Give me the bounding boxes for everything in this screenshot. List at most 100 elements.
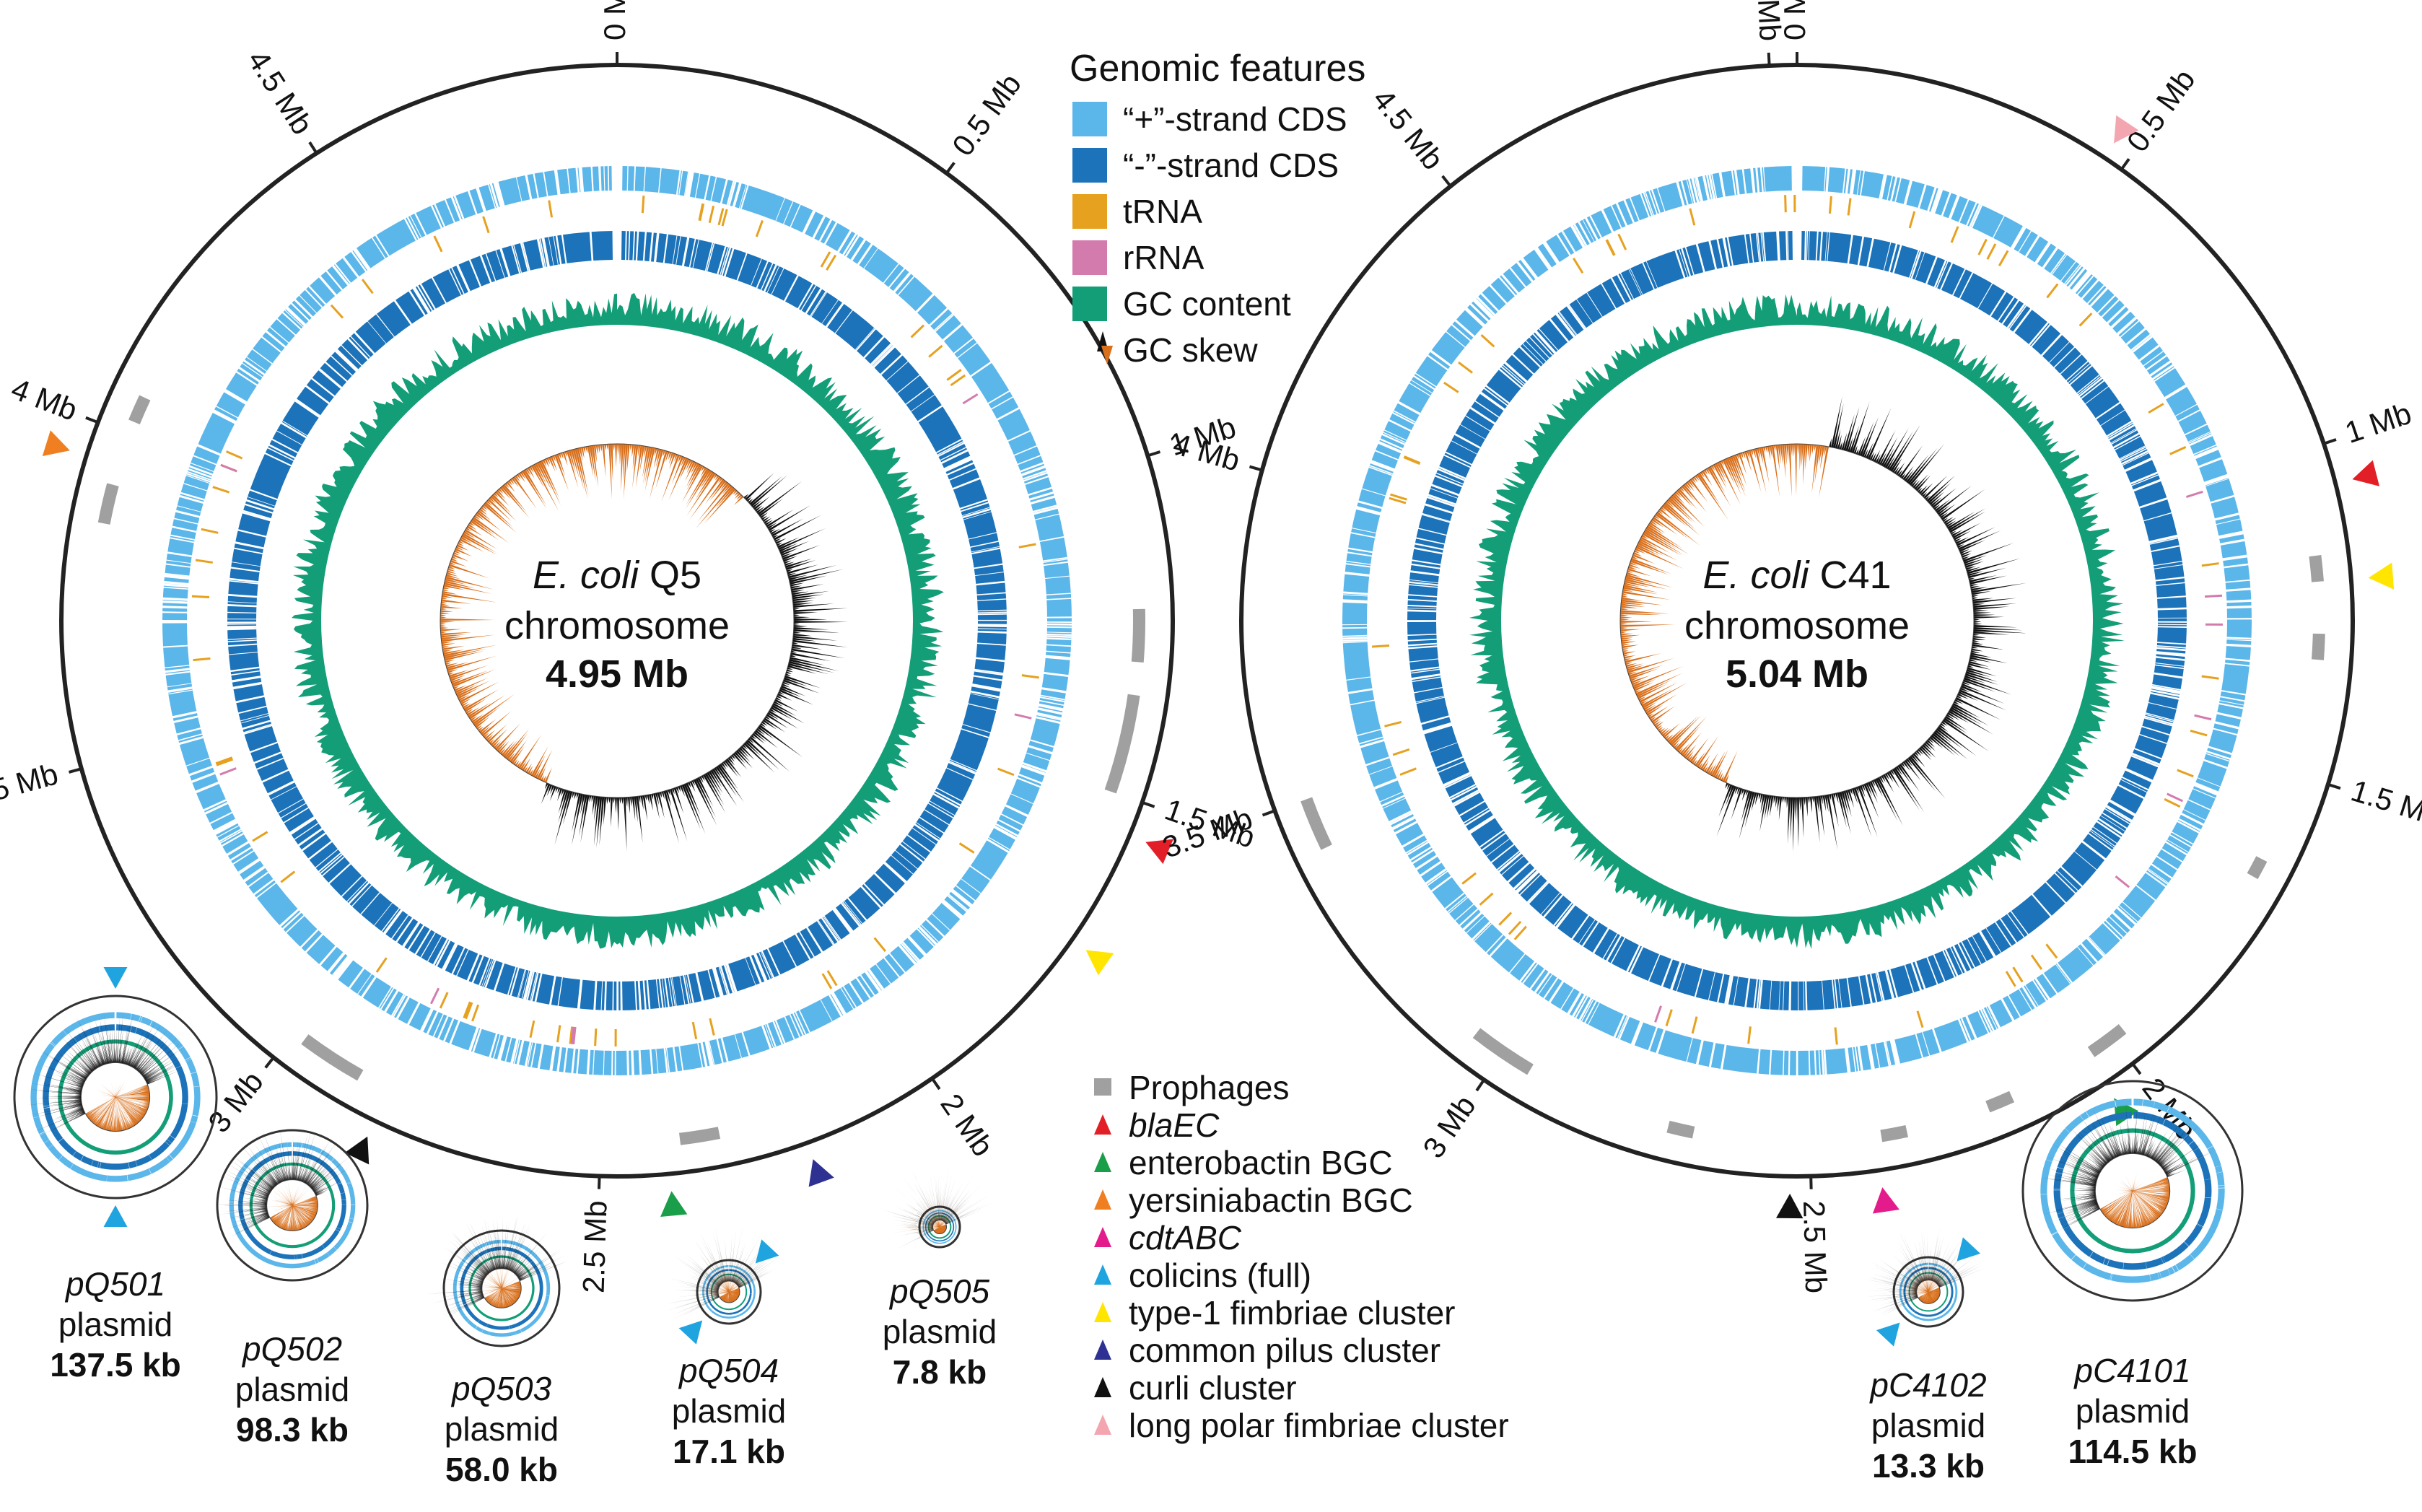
feature-marker-blaec	[2352, 460, 2380, 486]
legend-label: “+”-strand CDS	[1123, 100, 1347, 138]
plasmid-label: plasmid	[58, 1306, 173, 1343]
chromosome-map-c41: 0 Mb0.5 Mb1 Mb1.5 Mb2 Mb2.5 Mb3 Mb3.5 Mb…	[1158, 0, 2422, 1294]
tick-label: 3 Mb	[1416, 1089, 1482, 1164]
gc-skew-positive	[427, 1215, 568, 1318]
legend-swatch	[1072, 102, 1107, 136]
gc-skew-positive	[879, 1168, 996, 1249]
gc-skew-negative	[1620, 444, 1829, 783]
axis-tick	[1475, 1079, 1485, 1092]
gc-skew-baseline	[2094, 1153, 2171, 1229]
gc-skew-baseline	[481, 1268, 522, 1308]
legend-triangle-icon	[1094, 1114, 1111, 1135]
chromosome-tracks	[1239, 63, 2355, 1179]
plasmid-size: 114.5 kb	[2068, 1433, 2197, 1470]
feature-legend-label: Prophages	[1129, 1069, 1290, 1106]
axis-tick	[2131, 1062, 2142, 1075]
legend-label: GC content	[1123, 285, 1291, 323]
legend-swatch	[1072, 240, 1107, 275]
gc-skew-negative	[472, 1255, 531, 1308]
gc-skew-baseline	[1916, 1280, 1941, 1304]
feature-legend-label: curli cluster	[1129, 1369, 1297, 1407]
colicin-marker	[103, 967, 128, 989]
plasmid-size: 58.0 kb	[445, 1451, 558, 1488]
feature-legend-label: long polar fimbriae cluster	[1129, 1407, 1509, 1444]
tick-label: 4 Mb	[7, 372, 82, 427]
colicin-marker	[103, 1205, 128, 1227]
axis-tick	[597, 1176, 601, 1189]
chromosome-name: E. coli Q5	[533, 554, 701, 597]
prophage-segment	[128, 395, 151, 424]
prophage-segment	[2312, 633, 2325, 660]
prophage-segment	[1131, 608, 1145, 663]
axis-tick	[1262, 809, 1276, 817]
feature-marker-enterobactin-bgc	[660, 1191, 688, 1218]
legend-triangle-icon	[1094, 1415, 1111, 1435]
plasmid-name: pC4102	[1868, 1366, 1986, 1404]
legend-triangle-icon	[1094, 1264, 1111, 1285]
legend-title: Genomic features	[1070, 48, 1365, 89]
tick-label: 0 Mb	[1778, 0, 1811, 40]
tick-label: 2 Mb	[934, 1088, 1000, 1163]
gc-skew-negative	[265, 1178, 318, 1231]
trna-track	[1372, 195, 2219, 1045]
legend-swatch	[1072, 287, 1107, 321]
gc-skew-baseline	[80, 1062, 151, 1132]
gc-skew-negative	[2099, 1173, 2170, 1228]
gc-skew-baseline	[440, 443, 795, 798]
plasmid-gc-content	[58, 1039, 173, 1155]
plasmid-gc-content	[2070, 1128, 2195, 1254]
prophage-segment	[1300, 797, 1332, 850]
prophage-segment	[301, 1034, 364, 1081]
colicin-marker	[1876, 1322, 1900, 1347]
plasmid-name: pC4101	[2073, 1352, 2190, 1389]
plasmid-gc-content	[468, 1255, 535, 1321]
tick-label: 1 Mb	[2341, 396, 2416, 450]
plasmid-outer-ring	[918, 1205, 961, 1249]
feature-legend-label: cdtABC	[1129, 1219, 1242, 1257]
gc-skew-positive	[214, 1126, 350, 1238]
tick-label: 4.5 Mb	[241, 44, 320, 140]
axis-tick	[68, 767, 82, 774]
feature-marker-type-1-fimbriae-cluster	[1085, 950, 1114, 976]
colicin-marker	[755, 1239, 779, 1264]
plasmid-outer-ring	[696, 1259, 762, 1325]
prophage-segment	[1880, 1125, 1908, 1142]
axis-tick	[1249, 465, 1263, 472]
plasmid-name: pQ505	[888, 1272, 990, 1310]
feature-legend-label: common pilus cluster	[1129, 1332, 1440, 1369]
prophage-segment	[679, 1127, 721, 1145]
tick-label: 3.5 Mb	[0, 756, 61, 814]
axis-tick	[1141, 800, 1155, 808]
feature-marker-yersiniabactin-bgc	[42, 430, 70, 457]
plasmid-outer-ring	[216, 1129, 369, 1282]
plasmid-size: 17.1 kb	[673, 1433, 785, 1470]
gc-skew-negative	[891, 1178, 973, 1242]
legend-triangle-icon	[1094, 1152, 1111, 1172]
plasmid-size: 137.5 kb	[50, 1346, 181, 1384]
prophage-segment	[1472, 1028, 1534, 1075]
gc-skew-positive	[2040, 1104, 2216, 1231]
feature-legend-label: blaEC	[1129, 1106, 1220, 1144]
rrna-track	[219, 393, 1032, 1045]
plasmid-size: 98.3 kb	[236, 1411, 349, 1448]
gc-skew-baseline	[717, 1280, 740, 1303]
legend-label: “-”-strand CDS	[1123, 147, 1339, 184]
plasmid-outer-ring	[1892, 1256, 1964, 1328]
plasmid-name: pQ503	[450, 1370, 552, 1407]
colicin-marker	[1957, 1237, 1981, 1262]
feature-marker-long-polar-fimbriae-cluster	[2114, 115, 2139, 144]
feature-legend-label: enterobactin BGC	[1129, 1144, 1393, 1181]
chromosome-tracks	[59, 63, 1175, 1179]
plasmid-gc-content	[927, 1215, 952, 1239]
prophage-segment	[1666, 1120, 1695, 1139]
chromosome-size: 4.95 Mb	[546, 652, 688, 696]
plasmid-label: plasmid	[445, 1410, 559, 1448]
legend-label: rRNA	[1123, 239, 1205, 276]
plasmid-label: plasmid	[235, 1371, 350, 1408]
prophage-segment	[1985, 1091, 2015, 1113]
tick-label: 0 Mb	[598, 0, 631, 40]
